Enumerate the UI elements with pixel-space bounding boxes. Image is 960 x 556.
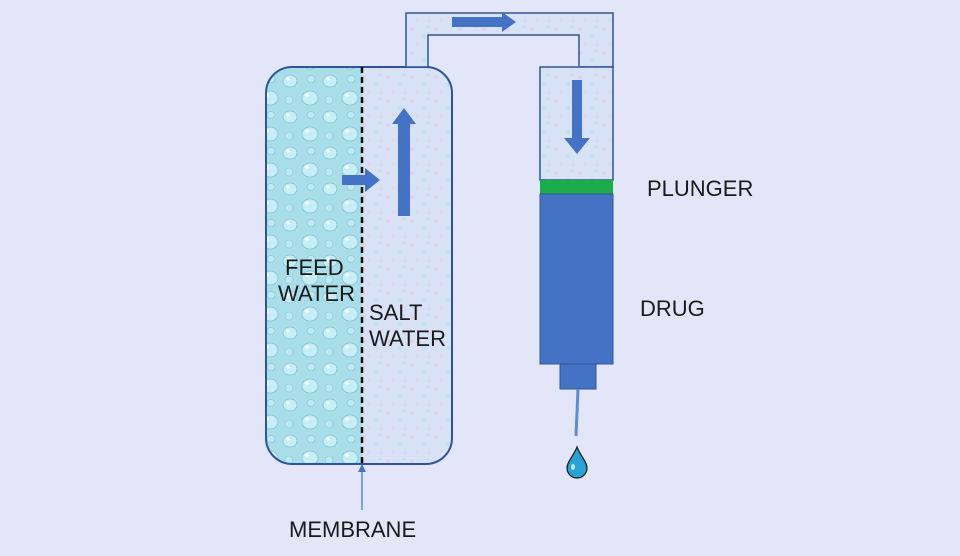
plunger-label: PLUNGER — [647, 176, 754, 201]
osmosis-arrow-icon — [342, 168, 380, 192]
membrane-pointer-arrowhead — [358, 464, 366, 472]
feed-water-label-line2: WATER — [278, 281, 355, 306]
salt-water-label: SALT WATER — [369, 300, 446, 352]
downflow-arrow-icon — [564, 80, 590, 154]
membrane-label: MEMBRANE — [289, 517, 417, 542]
drug-label: DRUG — [640, 296, 705, 321]
feed-water-label-line1: FEED — [285, 255, 344, 280]
salt-water-label-line2: WATER — [369, 326, 446, 351]
feed-water-compartment — [266, 67, 362, 464]
tube-flow-arrow-icon — [452, 12, 516, 32]
tank-outline — [265, 66, 453, 465]
upflow-arrow-icon — [392, 108, 416, 216]
needle — [574, 388, 580, 437]
droplet-icon — [566, 445, 588, 479]
syringe-nozzle — [559, 363, 597, 390]
feed-water-label: FEED WATER — [278, 255, 355, 307]
salt-water-label-line1: SALT — [369, 300, 423, 325]
plunger — [540, 180, 613, 194]
drug-reservoir — [539, 193, 614, 365]
